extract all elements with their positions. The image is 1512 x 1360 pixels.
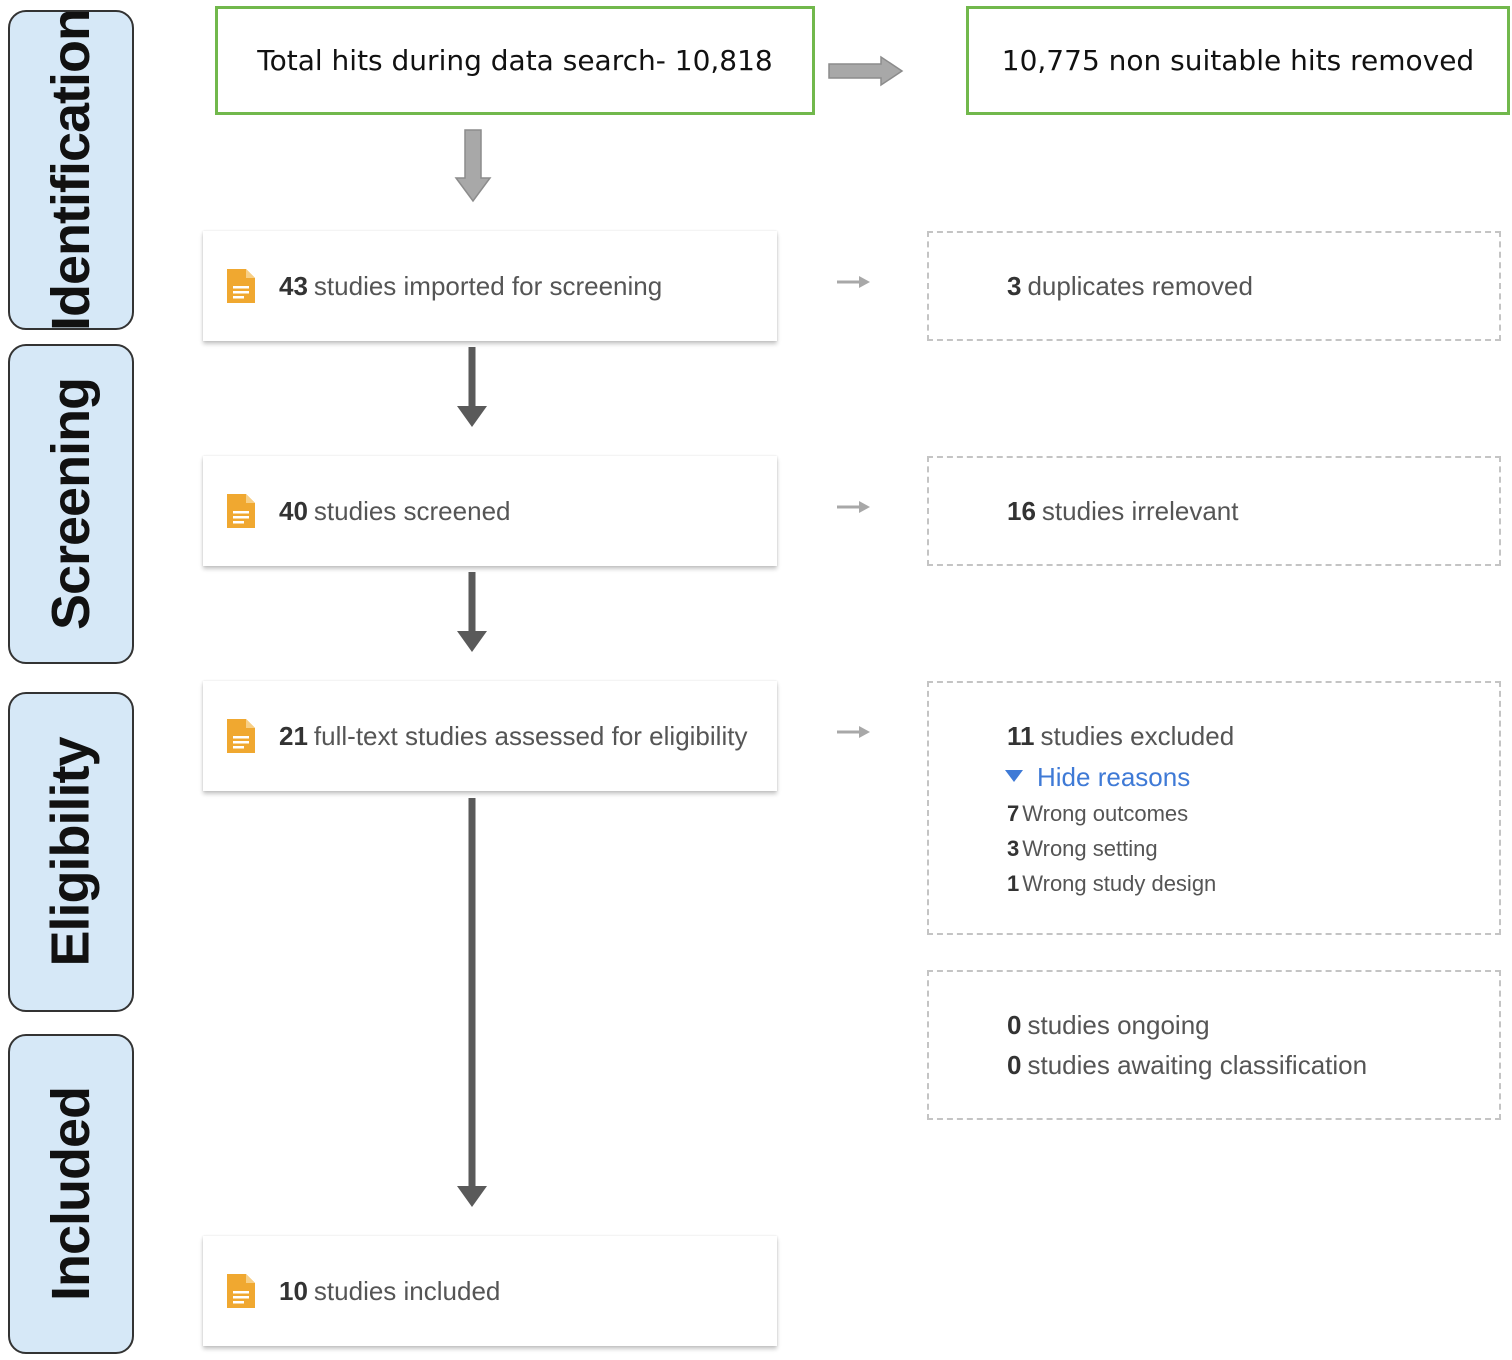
reason-count: 1: [1007, 871, 1020, 896]
reason-count: 3: [1007, 836, 1020, 861]
screened-label: studies screened: [313, 495, 511, 526]
block-arrow-down: [454, 129, 492, 203]
duplicates-label: duplicates removed: [1027, 271, 1253, 301]
imported-label: studies imported for screening: [313, 270, 663, 301]
reason-count: 7: [1007, 801, 1020, 826]
duplicates-count: 3: [1007, 271, 1022, 301]
arrowhead-down-2: [457, 631, 487, 652]
arrow-right-small-3: [837, 726, 870, 738]
hide-reasons-label: Hide reasons: [1037, 762, 1191, 792]
reason-label: Wrong setting: [1022, 836, 1158, 861]
document-icon: [227, 1274, 255, 1308]
stage-eligibility: Eligibility: [8, 692, 134, 1012]
irrelevant-count: 16: [1007, 496, 1036, 526]
ongoing-count: 0: [1007, 1010, 1022, 1040]
assessed-label: full-text studies assessed for eligibili…: [313, 720, 748, 751]
included-label: studies included: [313, 1275, 501, 1306]
reason-label: Wrong study design: [1022, 871, 1217, 896]
stage-identification: Identification: [8, 10, 134, 330]
total-hits-box: Total hits during data search- 10,818: [215, 6, 815, 115]
awaiting-label: studies awaiting classification: [1027, 1050, 1368, 1080]
arrowhead-down-1: [457, 406, 487, 427]
screened-count: 40: [279, 495, 308, 526]
assessed-count: 21: [279, 720, 308, 751]
arrow-right-small-2: [837, 501, 870, 513]
arrowhead-down-3: [457, 1186, 487, 1207]
reason-label: Wrong outcomes: [1022, 801, 1189, 826]
hide-reasons-toggle[interactable]: Hide reasons: [1005, 762, 1190, 793]
arrow-right-small-1: [837, 276, 870, 288]
total-hits-text: Total hits during data search- 10,818: [257, 44, 773, 77]
block-arrow-right: [828, 55, 904, 87]
included-count: 10: [279, 1275, 308, 1306]
removed-hits-text: 10,775 non suitable hits removed: [1001, 44, 1475, 77]
document-icon: [227, 494, 255, 528]
irrelevant-label: studies irrelevant: [1041, 496, 1239, 526]
excluded-count: 11: [1007, 721, 1035, 751]
stage-included: Included: [8, 1034, 134, 1354]
document-icon: [227, 269, 255, 303]
removed-hits-box: 10,775 non suitable hits removed: [966, 6, 1510, 115]
stage-screening: Screening: [8, 344, 134, 664]
imported-count: 43: [279, 270, 308, 301]
ongoing-label: studies ongoing: [1027, 1010, 1210, 1040]
document-icon: [227, 719, 255, 753]
awaiting-count: 0: [1007, 1050, 1022, 1080]
caret-down-icon: [1005, 770, 1023, 783]
excluded-label: studies excluded: [1040, 721, 1235, 751]
